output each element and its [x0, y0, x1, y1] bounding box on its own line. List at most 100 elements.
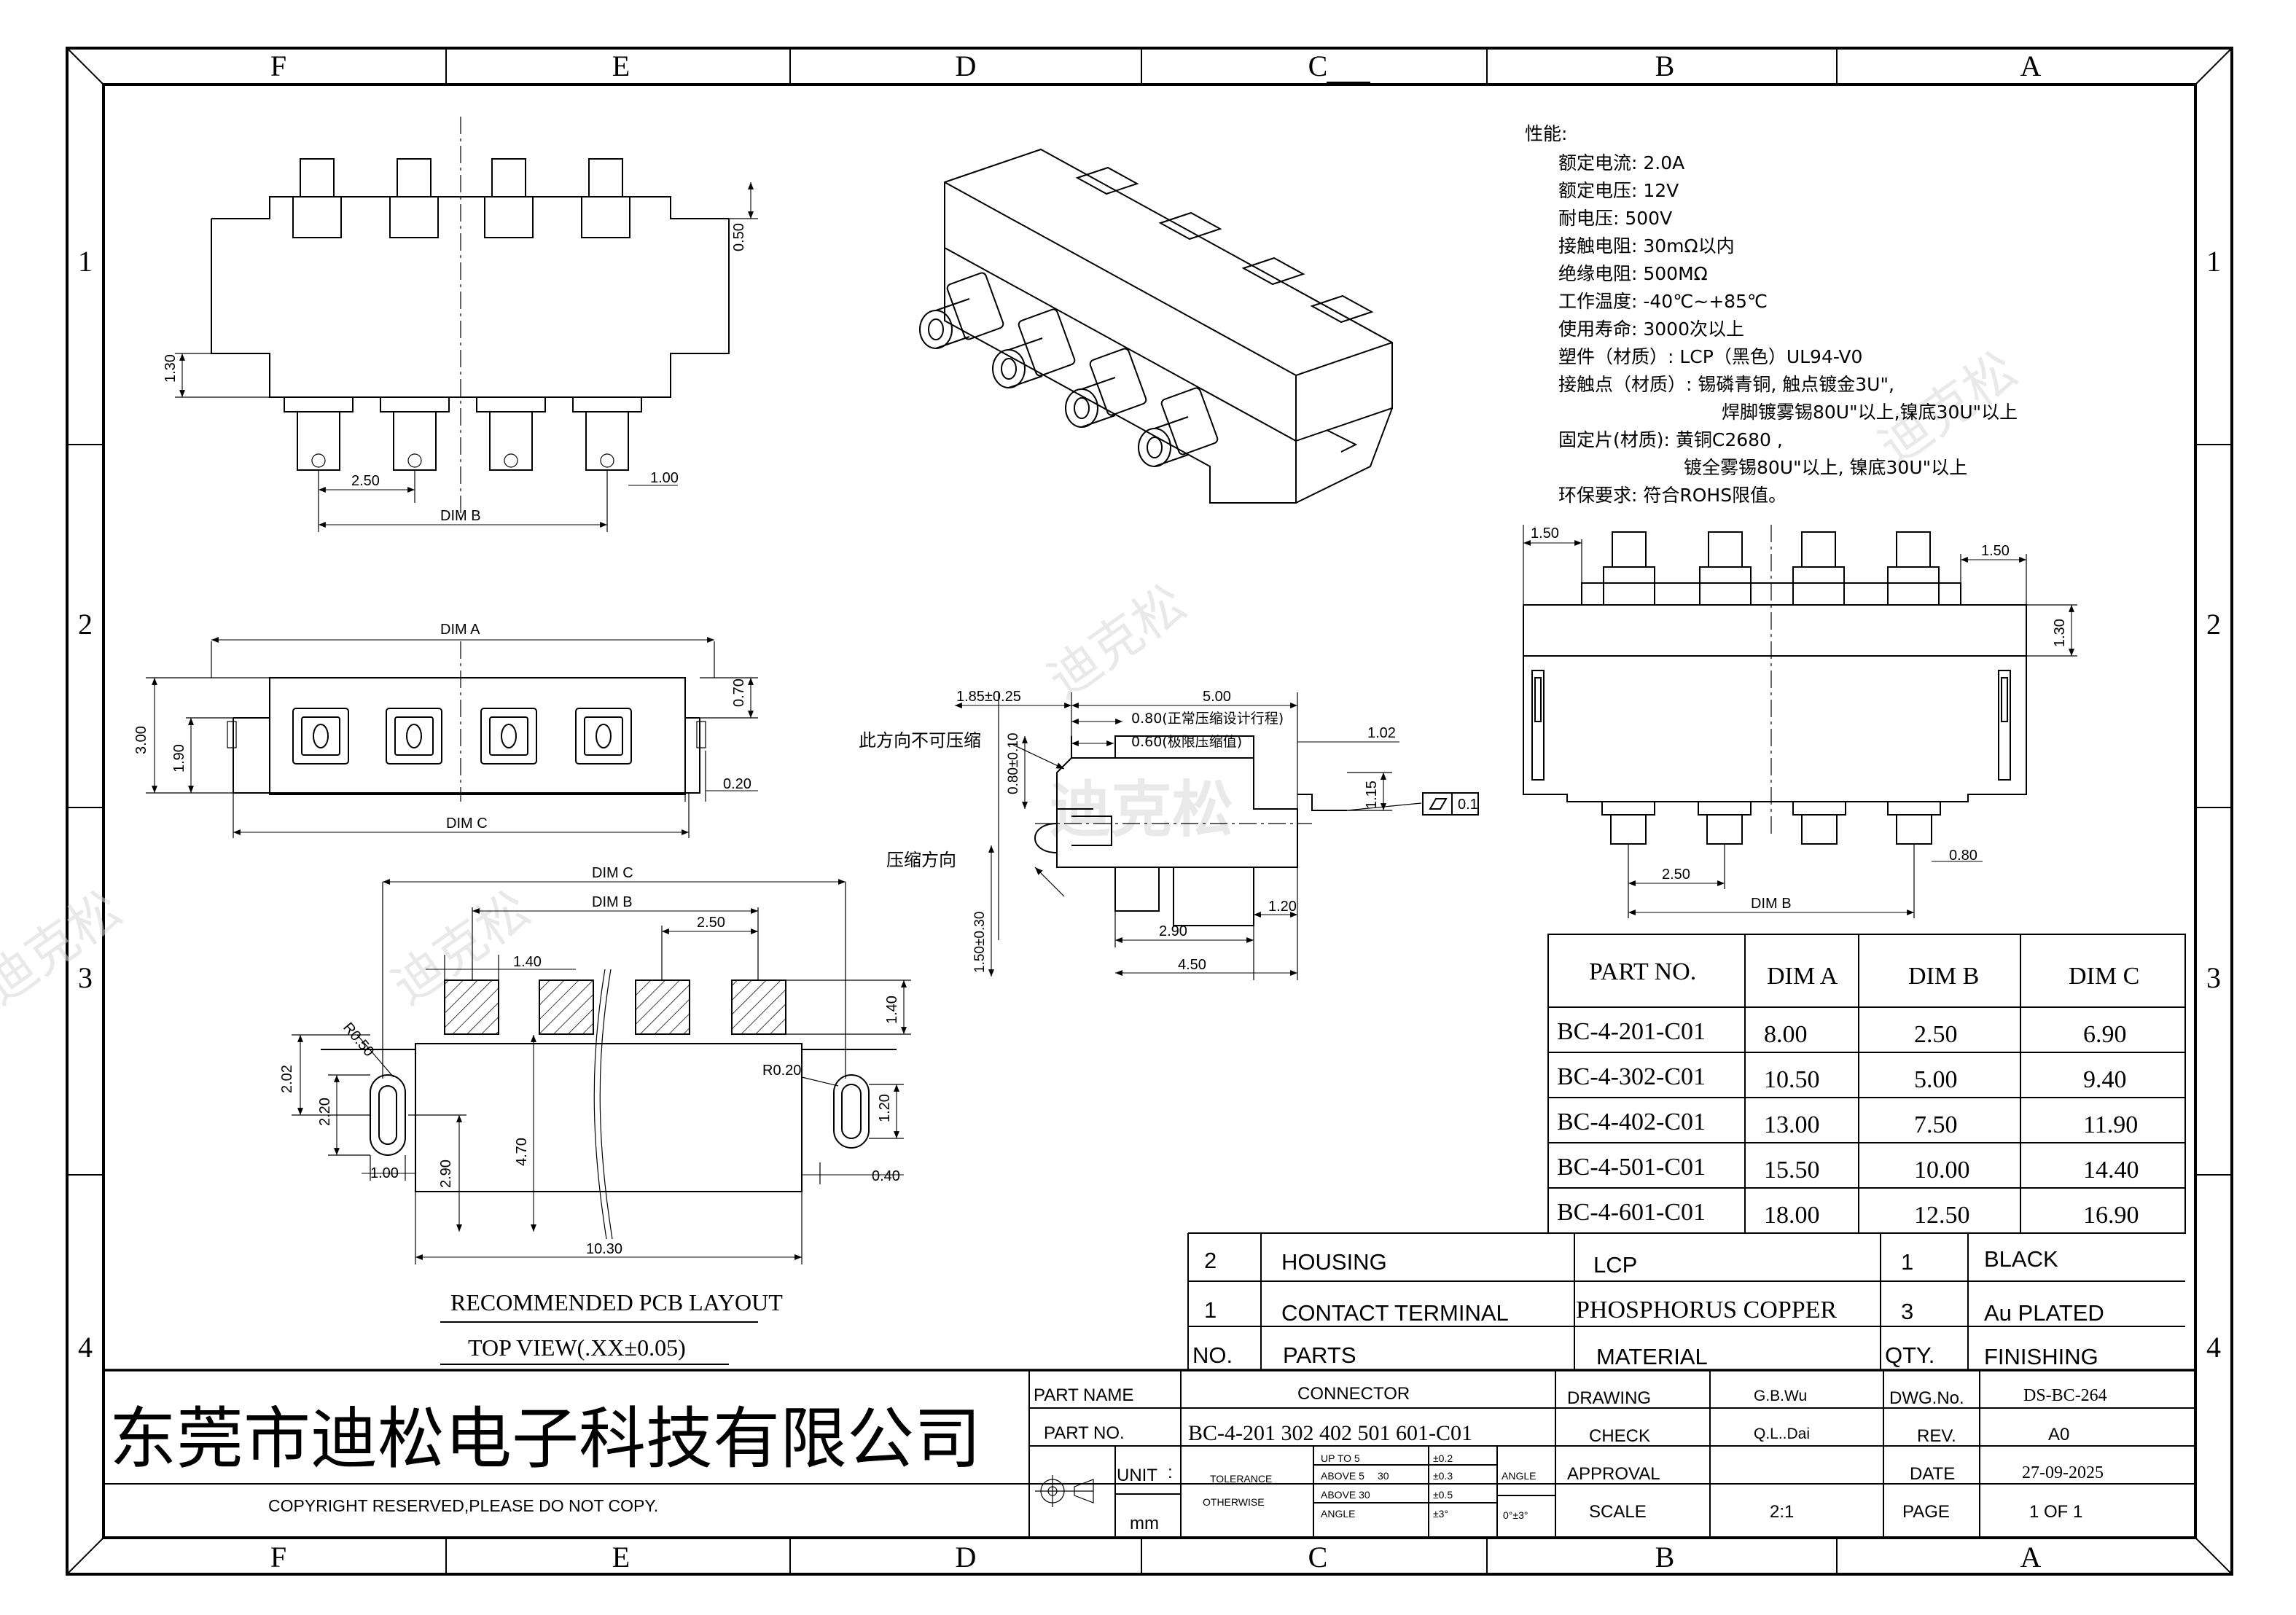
- dim-table-cell: BC-4-201-C01: [1557, 1018, 1706, 1045]
- right-view-dim-b: DIM B: [1751, 896, 1792, 912]
- top-view-dim-pitch: 2.50: [351, 473, 380, 489]
- pcb-dim-1030: 10.30: [586, 1241, 622, 1257]
- col-label-top-a: A: [2020, 50, 2042, 82]
- front-view-dim-070: 0.70: [731, 679, 747, 707]
- side-view-dim-500: 5.00: [1203, 689, 1231, 705]
- bom-row1-material: LCP: [1593, 1252, 1637, 1278]
- pcb-dim-470: 4.70: [514, 1138, 530, 1166]
- row-label-left-2: 2: [78, 608, 93, 641]
- side-view: 1.85±0.25 5.00 0.80(正常压缩设计行程) 0.60(极限压缩值…: [859, 689, 1479, 980]
- top-view-dim-130: 1.30: [163, 354, 179, 383]
- col-label-bottom-f: F: [270, 1541, 286, 1573]
- top-view: 0.50 1.30 2.50 DIM B 1.00: [163, 117, 758, 532]
- drawing-by: G.B.Wu: [1754, 1388, 1807, 1404]
- scale-label: SCALE: [1589, 1502, 1647, 1522]
- flatness-icon: [1429, 798, 1448, 810]
- dim-table-cell: 11.90: [2083, 1111, 2138, 1138]
- pcb-dim-r050: R0.50: [340, 1020, 377, 1060]
- right-view-dim-150-right: 1.50: [1981, 543, 2010, 559]
- border-column-labels: F E D C B A F E D C B A: [270, 50, 2042, 1573]
- company-name: 东莞市迪松电子科技有限公司: [109, 1402, 981, 1477]
- row-label-right-2: 2: [2206, 608, 2221, 641]
- spec-line-contact-plating: 焊脚镀雾锡80U"以上,镍底30U"以上: [1722, 402, 2018, 423]
- right-view-dim-130: 1.30: [2052, 619, 2068, 647]
- part-no-label: PART NO.: [1044, 1423, 1125, 1443]
- tol-angle-value: ±3°: [1433, 1508, 1448, 1520]
- border-row-labels: 1 2 3 4 1 2 3 4: [78, 245, 2221, 1364]
- side-view-dim-185: 1.85±0.25: [956, 689, 1021, 705]
- right-view-dim-150-left: 1.50: [1531, 525, 1559, 541]
- dim-table-cell: 9.40: [2083, 1066, 2127, 1093]
- dim-table-cell: 8.00: [1764, 1021, 1808, 1048]
- bom-row2-qty: 3: [1901, 1299, 1913, 1324]
- side-view-flatness-value: 0.1: [1458, 797, 1478, 813]
- pcb-layout-view: DIM C DIM B 2.50 1.40 1.40 R0.50 R0.20 2…: [279, 865, 911, 1365]
- bom-row1-qty: 1: [1901, 1249, 1913, 1275]
- unit-label: UNIT: [1117, 1466, 1157, 1485]
- tol-up-to-5-value: ±0.2: [1433, 1452, 1453, 1464]
- dim-table-header-partno: PART NO.: [1589, 958, 1696, 985]
- dwg-no-label: DWG.No.: [1889, 1388, 1964, 1408]
- col-label-top-f: F: [270, 50, 286, 82]
- tol-angle: ANGLE: [1321, 1508, 1355, 1520]
- dim-table-cell: 13.00: [1764, 1111, 1820, 1138]
- col-label-bottom-c: C: [1308, 1541, 1328, 1573]
- title-block: 东莞市迪松电子科技有限公司 COPYRIGHT RESERVED,PLEASE …: [104, 1369, 2195, 1538]
- spec-line-environment: 环保要求: 符合ROHS限值。: [1558, 485, 1787, 506]
- bom-header-material: MATERIAL: [1596, 1344, 1708, 1369]
- row-label-right-1: 1: [2206, 245, 2221, 278]
- side-view-dim-060-limit: 0.60(极限压缩值): [1131, 734, 1242, 750]
- pcb-layout-subtitle: TOP VIEW(.XX±0.05): [468, 1334, 686, 1361]
- front-view-contacts: [292, 708, 632, 765]
- copyright-notice: COPYRIGHT RESERVED,PLEASE DO NOT COPY.: [268, 1496, 658, 1515]
- dim-table-cell: 16.90: [2083, 1202, 2139, 1229]
- spec-line-contact-resistance: 接触电阻: 30mΩ以内: [1558, 235, 1735, 257]
- flatness-tolerance-frame: 0.1: [1346, 792, 1479, 816]
- specifications: 性能: 额定电流: 2.0A 额定电压: 12V 耐电压: 500V 接触电阻:…: [1525, 123, 2018, 506]
- right-view: 1.50 1.50 1.30 2.50 DIM B 0.80: [1523, 525, 2077, 918]
- bom-row2-finishing: Au PLATED: [1984, 1300, 2104, 1326]
- dim-table-cell: 7.50: [1914, 1111, 1958, 1138]
- dwg-no-value: DS-BC-264: [2023, 1386, 2107, 1405]
- dim-table-cell: BC-4-302-C01: [1557, 1063, 1706, 1090]
- side-view-dim-080-stroke: 0.80(正常压缩设计行程): [1131, 711, 1284, 727]
- side-view-dim-450: 4.50: [1178, 957, 1206, 973]
- side-view-dim-102: 1.02: [1367, 725, 1396, 741]
- right-view-dim-080: 0.80: [1949, 848, 1977, 864]
- pcb-dim-100: 1.00: [370, 1165, 399, 1181]
- col-label-top-b: B: [1655, 50, 1675, 82]
- dim-table-cell: 10.50: [1764, 1066, 1820, 1093]
- tol-above-30: ABOVE 30: [1321, 1489, 1370, 1501]
- pcb-dim-r020: R0.20: [762, 1063, 801, 1079]
- side-view-dim-290: 2.90: [1159, 923, 1187, 939]
- dim-table-cell: 14.40: [2083, 1157, 2139, 1184]
- bom-header-qty: QTY.: [1885, 1342, 1934, 1368]
- page-label: PAGE: [1902, 1502, 1950, 1522]
- bom-row2-material: PHOSPHORUS COPPER: [1576, 1297, 1837, 1323]
- right-view-pins-top: [1603, 531, 1940, 606]
- top-view-dim-050: 0.50: [731, 223, 747, 251]
- tol-above-5-value: ±0.3: [1433, 1470, 1453, 1482]
- col-label-top-d: D: [956, 50, 977, 82]
- scale-value: 2:1: [1770, 1502, 1794, 1522]
- drawing-label: DRAWING: [1567, 1388, 1651, 1408]
- dim-table-cell: 10.00: [1914, 1157, 1970, 1184]
- pcb-dim-202: 2.02: [279, 1065, 295, 1093]
- watermark-text-3: 迪克松: [1037, 573, 1197, 710]
- side-view-dim-080-tol: 0.80±0.10: [1006, 733, 1021, 794]
- date-value: 27-09-2025: [2022, 1463, 2104, 1482]
- dim-table-cell: BC-4-601-C01: [1557, 1199, 1706, 1226]
- tol-up-to-5: UP TO 5: [1321, 1452, 1360, 1464]
- front-view-dim-300: 3.00: [133, 726, 149, 754]
- side-view-note-no-compress: 此方向不可压缩: [859, 730, 981, 751]
- dim-table-cell: BC-4-501-C01: [1557, 1154, 1706, 1181]
- angle-value: 0°±3°: [1503, 1509, 1528, 1521]
- pcb-dim-290: 2.90: [438, 1160, 454, 1188]
- unit-value: mm: [1130, 1514, 1159, 1533]
- dim-table-cell: 5.00: [1914, 1066, 1958, 1093]
- approval-label: APPROVAL: [1567, 1464, 1660, 1484]
- row-label-left-4: 4: [78, 1331, 93, 1364]
